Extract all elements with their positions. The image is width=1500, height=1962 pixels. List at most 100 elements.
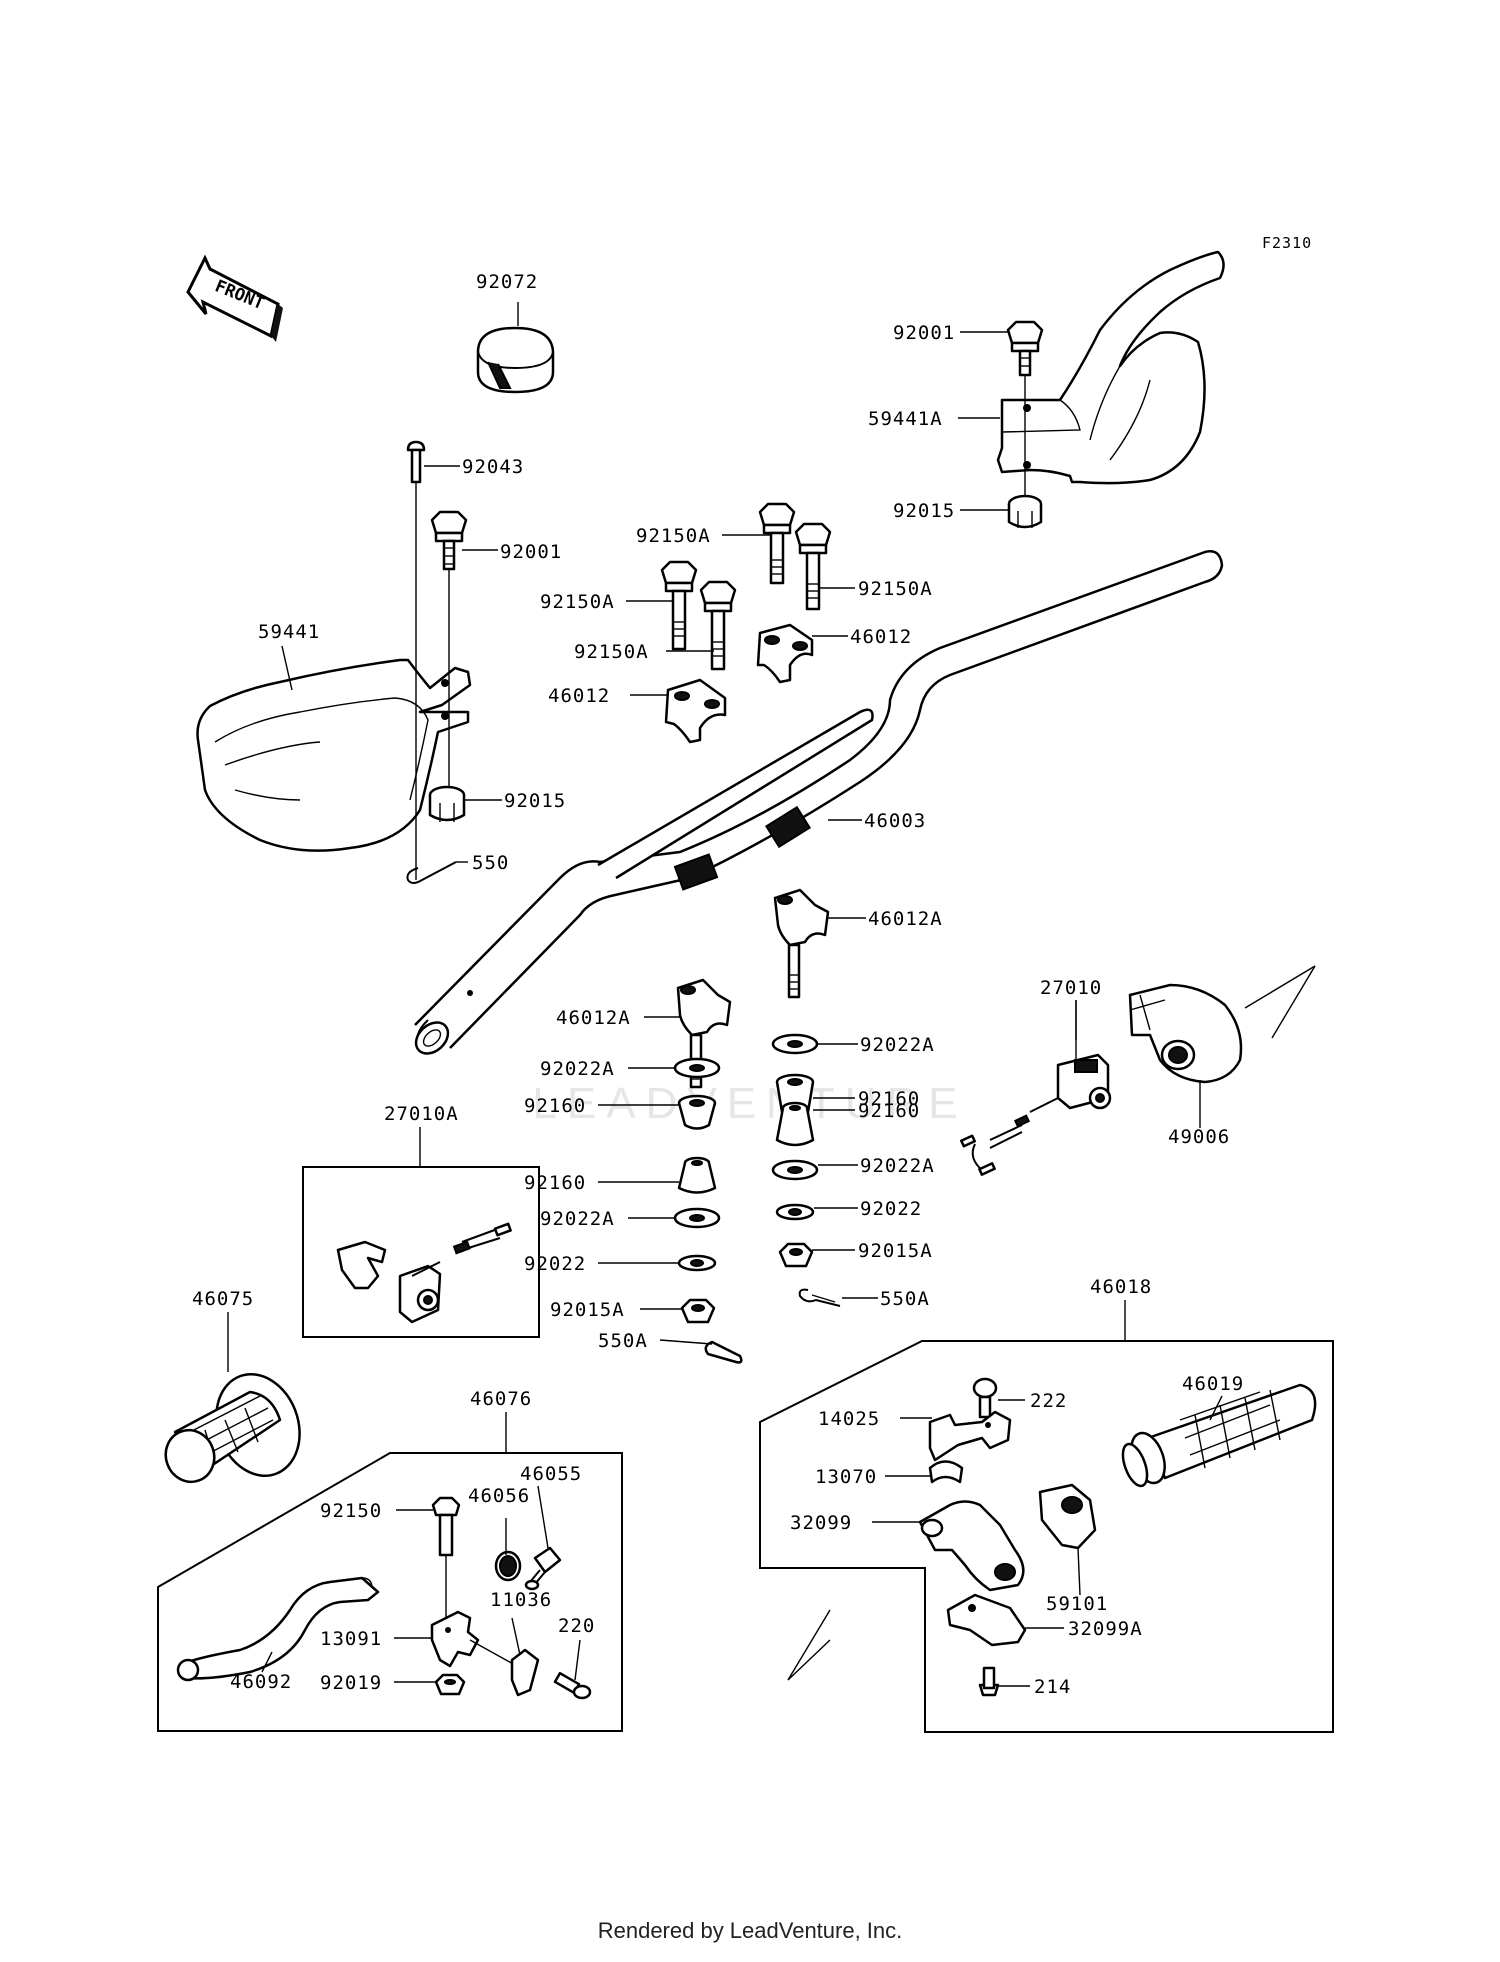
label-550A-left: 550A bbox=[598, 1330, 648, 1352]
label-92001-right: 92001 bbox=[893, 322, 955, 344]
washer-92022A-left1 bbox=[673, 1057, 721, 1079]
label-49006: 49006 bbox=[1168, 1126, 1230, 1148]
label-92022A-left2: 92022A bbox=[540, 1208, 615, 1230]
label-92015A-right: 92015A bbox=[858, 1240, 933, 1262]
label-92022A-1: 92022A bbox=[860, 1034, 935, 1056]
pin-92043 bbox=[406, 440, 426, 880]
label-13091: 13091 bbox=[320, 1628, 382, 1650]
screw-222 bbox=[972, 1377, 998, 1419]
label-46003: 46003 bbox=[864, 810, 926, 832]
label-59441A: 59441A bbox=[868, 408, 943, 430]
cotter-pin-550 bbox=[406, 861, 457, 884]
label-46055: 46055 bbox=[520, 1463, 582, 1485]
label-27010: 27010 bbox=[1040, 977, 1102, 999]
switch-27010A bbox=[336, 1222, 512, 1324]
cotter-pin-550A-right bbox=[798, 1288, 841, 1307]
footer-credit: Rendered by LeadVenture, Inc. bbox=[597, 1918, 903, 1943]
label-92015-left: 92015 bbox=[504, 790, 566, 812]
bolt-92150A-2 bbox=[794, 522, 832, 611]
tube-59101 bbox=[1038, 1483, 1097, 1550]
bolt-92001-right bbox=[1006, 320, 1044, 500]
label-92160-1: 92160 bbox=[858, 1088, 920, 1110]
leader-lines bbox=[227, 302, 1223, 1687]
label-92015-right: 92015 bbox=[893, 500, 955, 522]
label-92022-left: 92022 bbox=[524, 1253, 586, 1275]
inset-box-46076 bbox=[157, 1452, 623, 1732]
knurl-right bbox=[764, 805, 812, 849]
label-46012A-left: 46012A bbox=[556, 1007, 631, 1029]
handlebar bbox=[414, 550, 1224, 1055]
label-27010A: 27010A bbox=[384, 1103, 459, 1125]
washer-92022A-right1 bbox=[771, 1033, 819, 1055]
label-220: 220 bbox=[558, 1615, 595, 1637]
inset-box-27010A bbox=[302, 1166, 540, 1338]
label-46075: 46075 bbox=[192, 1288, 254, 1310]
upper-clamp-46012-right bbox=[756, 623, 814, 684]
washer-92022-left bbox=[677, 1254, 717, 1272]
watermark-text: LEADVENTURE bbox=[532, 1079, 967, 1128]
label-550A-right: 550A bbox=[880, 1288, 930, 1310]
bolt-92001-left bbox=[430, 510, 468, 795]
label-92072: 92072 bbox=[476, 271, 538, 293]
washer-92022A-right2 bbox=[771, 1159, 819, 1181]
bolt-92150A-3 bbox=[660, 560, 698, 651]
diagram-code: F2310 bbox=[1262, 234, 1312, 252]
nut-92015A-left bbox=[680, 1298, 716, 1324]
label-222: 222 bbox=[1030, 1390, 1067, 1412]
label-92150: 92150 bbox=[320, 1500, 382, 1522]
throttle-housing-49006 bbox=[1128, 965, 1316, 1084]
label-92160-left1: 92160 bbox=[524, 1095, 586, 1117]
label-92150A-4: 92150A bbox=[574, 641, 649, 663]
nut-92015A-right bbox=[778, 1242, 814, 1268]
bracket-14025 bbox=[928, 1410, 1012, 1462]
label-32099: 32099 bbox=[790, 1512, 852, 1534]
grip-46075-left bbox=[164, 1373, 301, 1484]
label-92150A-1: 92150A bbox=[636, 525, 711, 547]
label-92022-right: 92022 bbox=[860, 1198, 922, 1220]
screw-214 bbox=[978, 1666, 1000, 1697]
label-550: 550 bbox=[472, 852, 509, 874]
adjuster-46055 bbox=[524, 1546, 562, 1591]
bushing-92160-left1 bbox=[677, 1094, 717, 1130]
washer-92022-right bbox=[775, 1203, 815, 1221]
washer-92022A-left2 bbox=[673, 1207, 721, 1229]
label-92015A-left: 92015A bbox=[550, 1299, 625, 1321]
label-59101: 59101 bbox=[1046, 1593, 1108, 1615]
upper-clamp-46012-left bbox=[664, 678, 727, 744]
label-92160-right2: 92160 bbox=[858, 1100, 920, 1122]
grip-46019-right bbox=[1121, 1383, 1317, 1488]
housing-32099A bbox=[946, 1593, 1027, 1647]
label-214: 214 bbox=[1034, 1676, 1071, 1698]
label-92001-left: 92001 bbox=[500, 541, 562, 563]
cotter-pin-550A-left bbox=[704, 1340, 743, 1364]
lower-clamp-46012A-right bbox=[773, 888, 830, 999]
bolt-92150A-1 bbox=[758, 502, 796, 585]
nut-92015-left bbox=[428, 785, 466, 822]
holder-11036 bbox=[469, 1639, 540, 1697]
label-92150A-3: 92150A bbox=[540, 591, 615, 613]
handguard-left bbox=[196, 658, 472, 852]
perch-13091 bbox=[430, 1610, 480, 1668]
front-arrow-icon: FRONT bbox=[186, 254, 283, 342]
housing-32099 bbox=[918, 1500, 1025, 1592]
label-46056: 46056 bbox=[468, 1485, 530, 1507]
clutch-lever-46092 bbox=[176, 1576, 380, 1682]
label-46012-2: 46012 bbox=[548, 685, 610, 707]
wheel-46056 bbox=[494, 1550, 522, 1582]
label-46019: 46019 bbox=[1182, 1373, 1244, 1395]
label-14025: 14025 bbox=[818, 1408, 880, 1430]
label-46092: 46092 bbox=[230, 1671, 292, 1693]
label-46012-1: 46012 bbox=[850, 626, 912, 648]
clamp-ring-92072 bbox=[476, 326, 555, 394]
nut-92015-right bbox=[1007, 494, 1043, 529]
label-92150A-2: 92150A bbox=[858, 578, 933, 600]
inset-box-46018 bbox=[759, 1340, 1334, 1733]
label-46012A-right: 46012A bbox=[868, 908, 943, 930]
bolt-92150A-4 bbox=[699, 580, 737, 671]
bushing-92160-right2 bbox=[775, 1101, 815, 1147]
label-32099A: 32099A bbox=[1068, 1618, 1143, 1640]
part-labels: 92072 92043 92001 59441 92015 550 92001 … bbox=[192, 271, 1244, 1698]
label-92019: 92019 bbox=[320, 1672, 382, 1694]
knurl-left bbox=[673, 853, 719, 891]
